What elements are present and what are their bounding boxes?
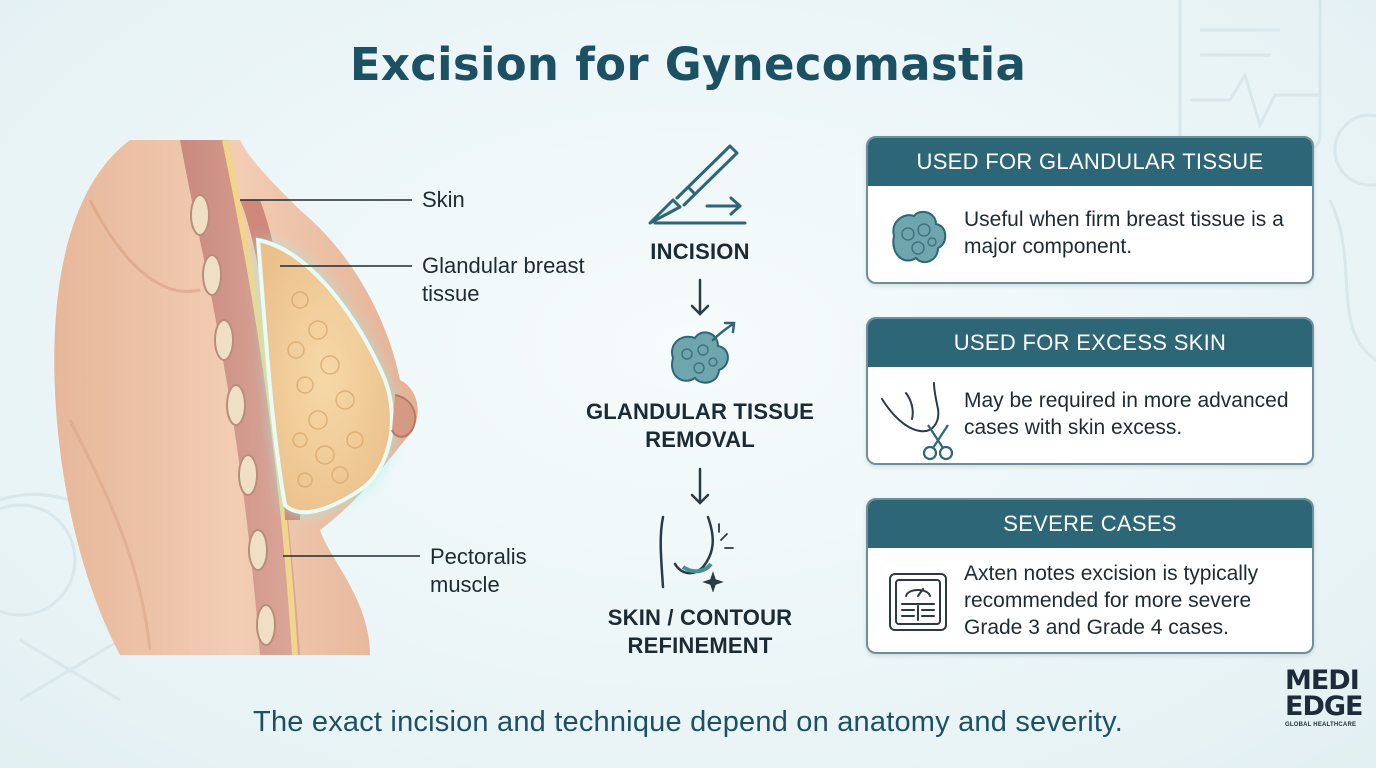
glandular-tissue xyxy=(255,237,394,515)
skin-scissors-icon xyxy=(881,382,954,461)
card-excess-skin: USED FOR EXCESS SKIN May be required in … xyxy=(866,317,1314,465)
card-glandular-tissue: USED FOR GLANDULAR TISSUE Useful when fi… xyxy=(866,136,1314,284)
anatomy-illustration xyxy=(54,139,420,656)
process-steps: INCISION GLANDULAR TISSUE REMOVAL SKIN /… xyxy=(585,130,815,670)
logo-tagline: GLOBAL HEALTHCARE xyxy=(1285,722,1357,728)
card-heading: SEVERE CASES xyxy=(868,500,1312,548)
gland-removal-icon xyxy=(671,321,736,384)
brand-logo: MEDI EDGE GLOBAL HEALTHCARE xyxy=(1285,665,1363,728)
card-severe-cases: SEVERE CASES Axten notes excision is typ… xyxy=(866,498,1314,654)
step-contour-refinement: SKIN / CONTOUR REFINEMENT xyxy=(607,605,793,658)
contour-icon xyxy=(659,515,734,592)
logo-line1: MEDI xyxy=(1285,665,1360,696)
card-text: Axten notes excision is typically recomm… xyxy=(964,562,1259,639)
card-text: Useful when firm breast tissue is a majo… xyxy=(964,208,1284,258)
card-heading: USED FOR GLANDULAR TISSUE xyxy=(868,138,1312,186)
card-heading: USED FOR EXCESS SKIN xyxy=(868,319,1312,367)
gland-icon xyxy=(892,210,947,264)
logo-line2: EDGE xyxy=(1285,691,1363,722)
footer-note: The exact incision and technique depend … xyxy=(253,706,1123,738)
label-skin: Skin xyxy=(422,187,465,212)
label-pectoralis-muscle: Pectoralis muscle xyxy=(430,544,527,597)
arrow-down-icon xyxy=(690,467,710,505)
scalpel-icon xyxy=(648,144,747,225)
step-incision: INCISION xyxy=(650,239,750,264)
page-title: Excision for Gynecomastia xyxy=(349,38,1027,91)
card-text: May be required in more advanced cases w… xyxy=(964,389,1289,439)
scale-chart-icon xyxy=(889,573,947,631)
label-glandular-tissue: Glandular breast tissue xyxy=(422,253,585,306)
arrow-down-icon xyxy=(690,278,710,316)
step-glandular-removal: GLANDULAR TISSUE REMOVAL xyxy=(585,399,815,452)
